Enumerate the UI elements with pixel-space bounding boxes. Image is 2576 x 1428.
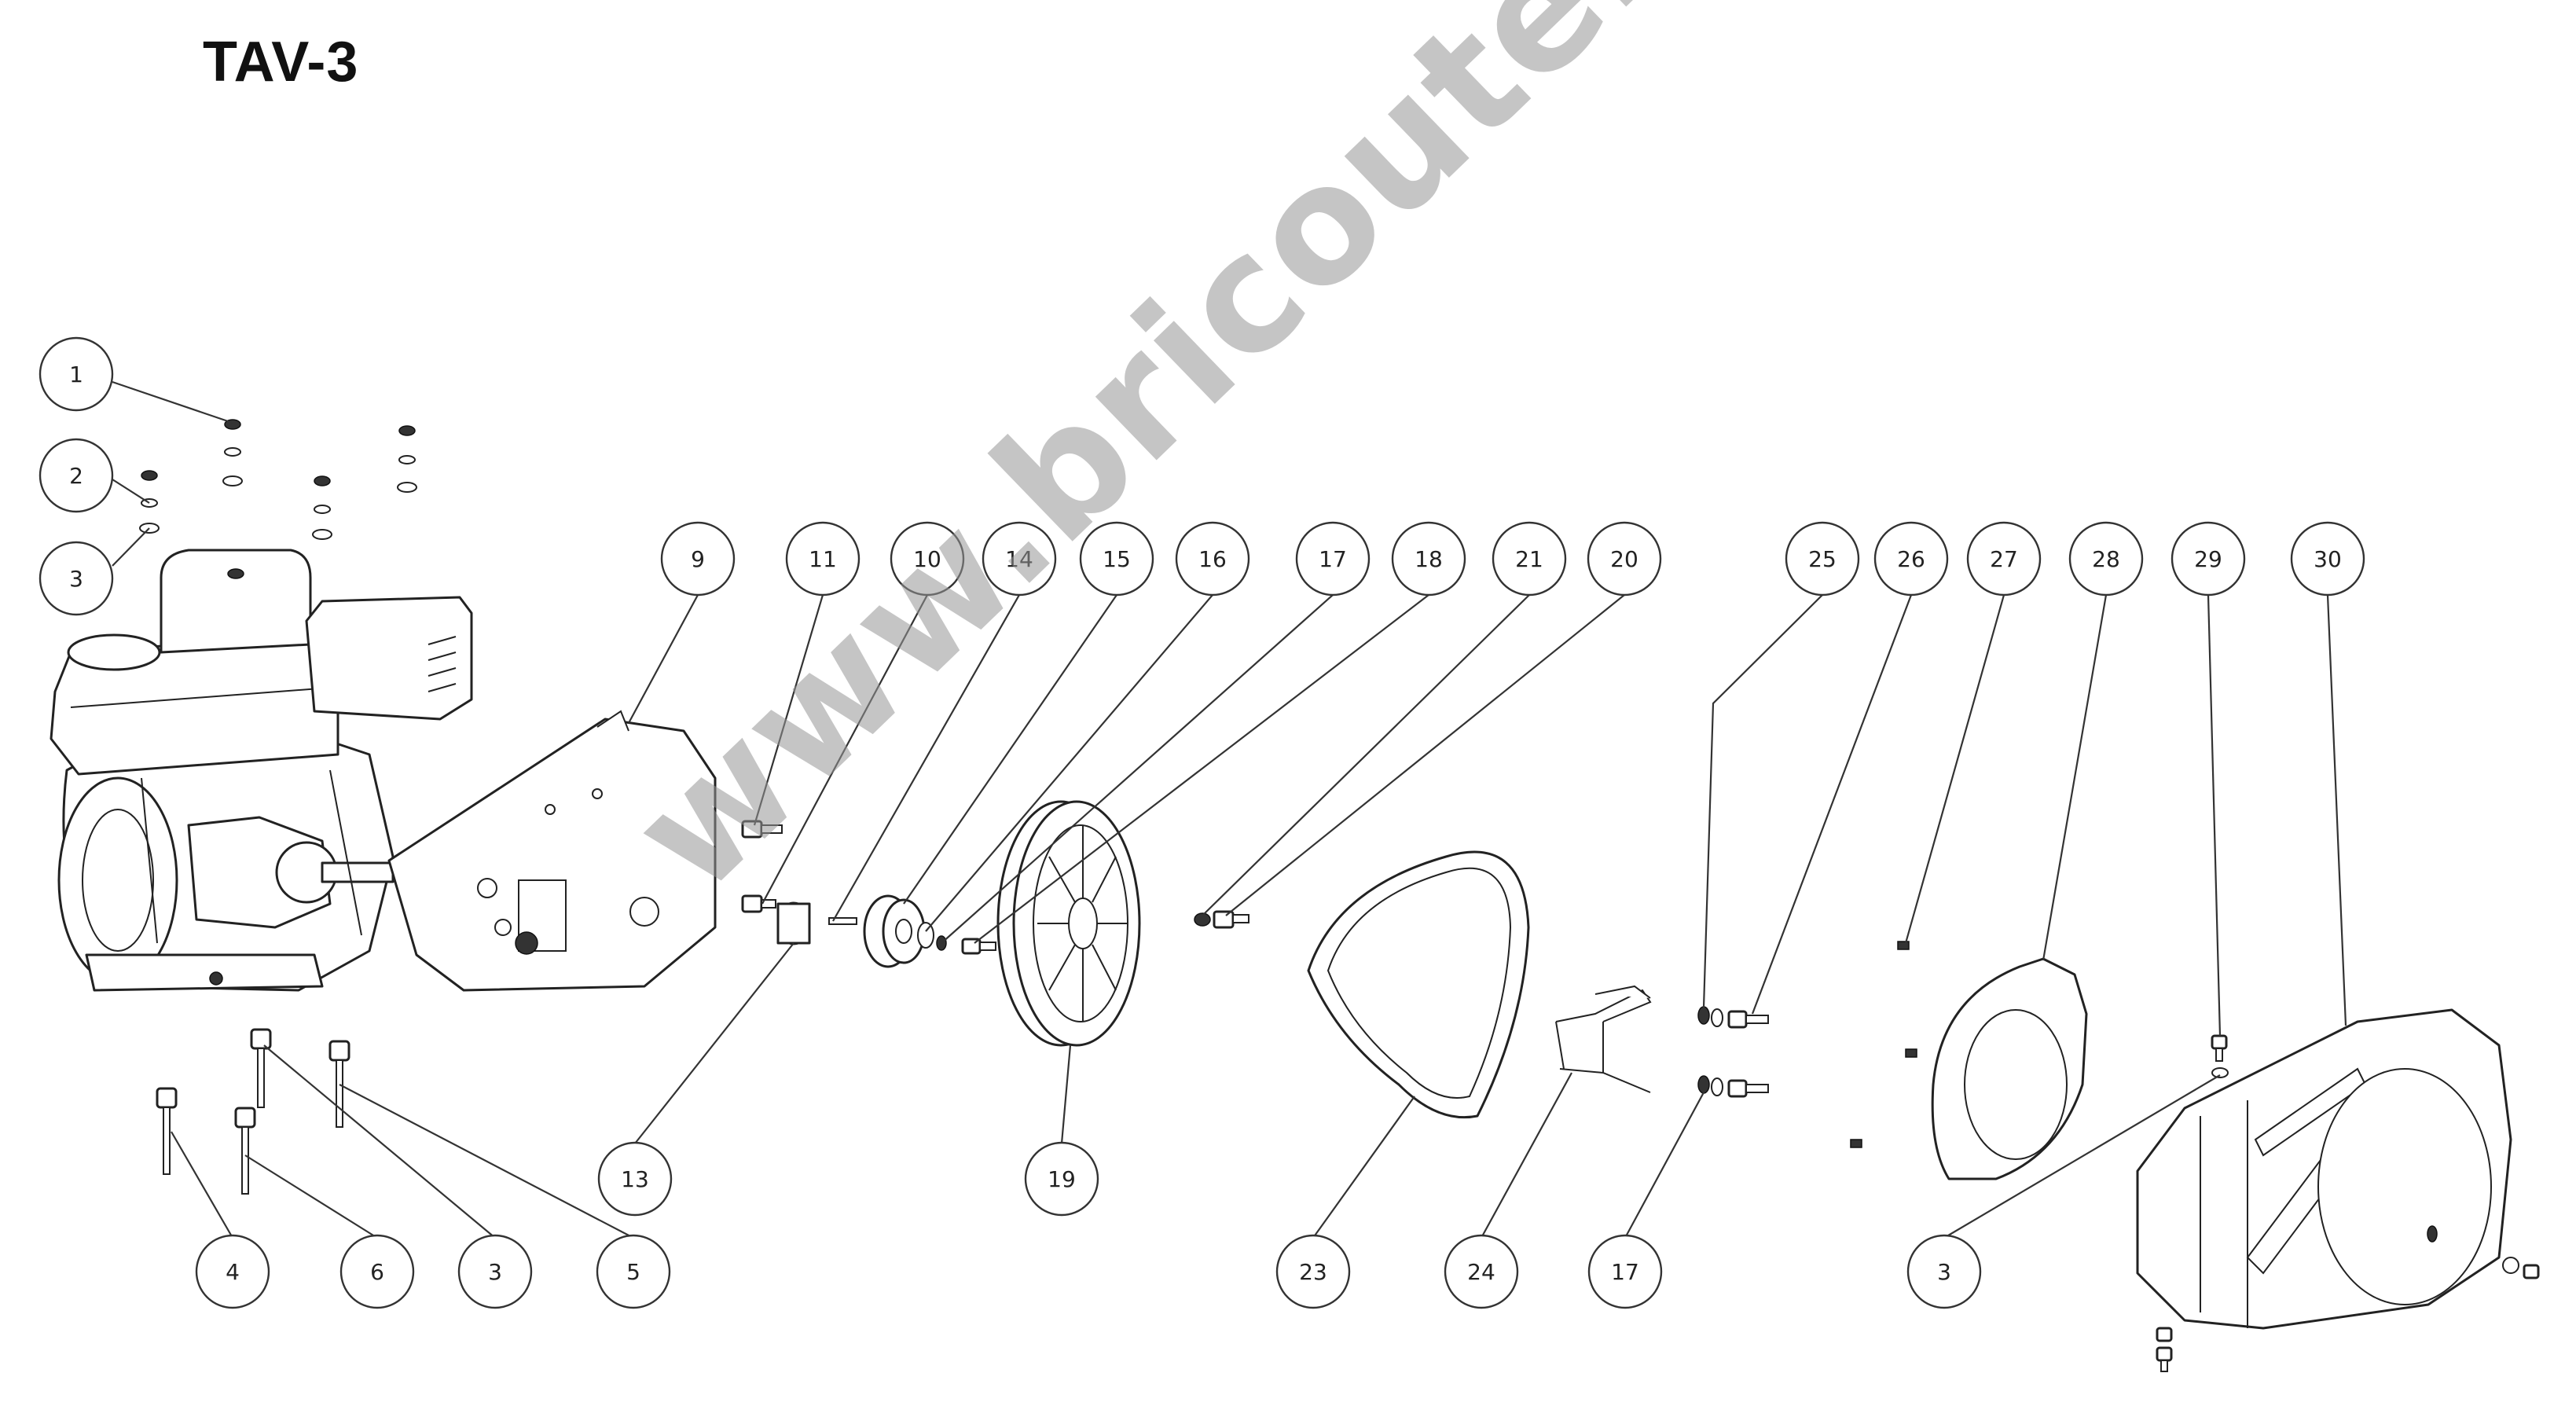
callout-10: 10 xyxy=(890,521,965,597)
svg-text:4: 4 xyxy=(226,1259,240,1285)
svg-text:17: 17 xyxy=(1611,1259,1639,1285)
callout-3: 3 xyxy=(39,541,114,616)
callout-17-bottom: 17 xyxy=(1587,1234,1663,1309)
v-belt xyxy=(1307,850,1530,1119)
svg-text:6: 6 xyxy=(370,1259,384,1285)
svg-text:23: 23 xyxy=(1299,1259,1327,1285)
large-pulley xyxy=(996,800,1141,1047)
callout-30: 30 xyxy=(2290,521,2365,597)
svg-text:21: 21 xyxy=(1515,546,1543,572)
svg-text:13: 13 xyxy=(621,1166,649,1192)
svg-text:2: 2 xyxy=(69,463,83,489)
svg-text:16: 16 xyxy=(1198,546,1227,572)
callout-3-right: 3 xyxy=(1906,1234,1982,1309)
callout-23: 23 xyxy=(1275,1234,1351,1309)
svg-text:3: 3 xyxy=(1937,1259,1951,1285)
diagram-title: TAV-3 xyxy=(203,31,359,94)
belt-guide xyxy=(1555,985,1652,1093)
svg-text:11: 11 xyxy=(809,546,837,572)
callout-13: 13 xyxy=(597,1141,673,1217)
inner-guard-plate xyxy=(1931,957,2088,1180)
callout-17-top: 17 xyxy=(1295,521,1371,597)
svg-text:25: 25 xyxy=(1808,546,1837,572)
cover-fasteners xyxy=(2156,1034,2540,1372)
svg-text:20: 20 xyxy=(1610,546,1638,572)
callout-15: 15 xyxy=(1079,521,1154,597)
callout-16: 16 xyxy=(1175,521,1250,597)
callout-24: 24 xyxy=(1444,1234,1519,1309)
callout-11: 11 xyxy=(785,521,861,597)
guard-fasteners xyxy=(1697,941,1917,1148)
svg-text:28: 28 xyxy=(2092,546,2120,572)
svg-text:18: 18 xyxy=(1415,546,1443,572)
outer-belt-cover xyxy=(2136,1008,2512,1330)
svg-text:24: 24 xyxy=(1467,1259,1495,1285)
svg-text:19: 19 xyxy=(1048,1166,1076,1192)
callout-20: 20 xyxy=(1587,521,1662,597)
callout-25: 25 xyxy=(1785,521,1860,597)
svg-text:14: 14 xyxy=(1005,546,1033,572)
mounting-nuts-top xyxy=(139,419,417,540)
svg-text:3: 3 xyxy=(69,566,83,592)
callout-6: 6 xyxy=(339,1234,415,1309)
svg-text:1: 1 xyxy=(69,362,83,387)
svg-text:10: 10 xyxy=(913,546,941,572)
callout-27: 27 xyxy=(1966,521,2042,597)
callout-2: 2 xyxy=(39,438,114,513)
callout-14: 14 xyxy=(982,521,1057,597)
callout-28: 28 xyxy=(2068,521,2144,597)
pulley-hardware xyxy=(741,820,996,968)
callout-4: 4 xyxy=(195,1234,270,1309)
callout-3-bottom: 3 xyxy=(457,1234,533,1309)
mounting-bolts-bottom xyxy=(156,1028,350,1195)
leader-lines xyxy=(112,380,2347,1239)
svg-text:29: 29 xyxy=(2194,546,2222,572)
svg-text:30: 30 xyxy=(2314,546,2342,572)
callout-5: 5 xyxy=(596,1234,671,1309)
svg-text:3: 3 xyxy=(488,1259,502,1285)
engine-assembly xyxy=(50,549,473,992)
callout-9: 9 xyxy=(660,521,736,597)
svg-text:9: 9 xyxy=(691,546,705,572)
svg-text:15: 15 xyxy=(1103,546,1131,572)
callout-18: 18 xyxy=(1391,521,1466,597)
svg-text:17: 17 xyxy=(1319,546,1347,572)
svg-text:5: 5 xyxy=(626,1259,640,1285)
svg-text:26: 26 xyxy=(1897,546,1925,572)
callout-21: 21 xyxy=(1492,521,1567,597)
callout-29: 29 xyxy=(2171,521,2246,597)
callout-19: 19 xyxy=(1024,1141,1099,1217)
belt-guard-bracket xyxy=(387,710,717,992)
svg-text:27: 27 xyxy=(1990,546,2018,572)
callout-26: 26 xyxy=(1873,521,1949,597)
pulley-bolt xyxy=(1194,910,1249,929)
callout-1: 1 xyxy=(39,336,114,412)
